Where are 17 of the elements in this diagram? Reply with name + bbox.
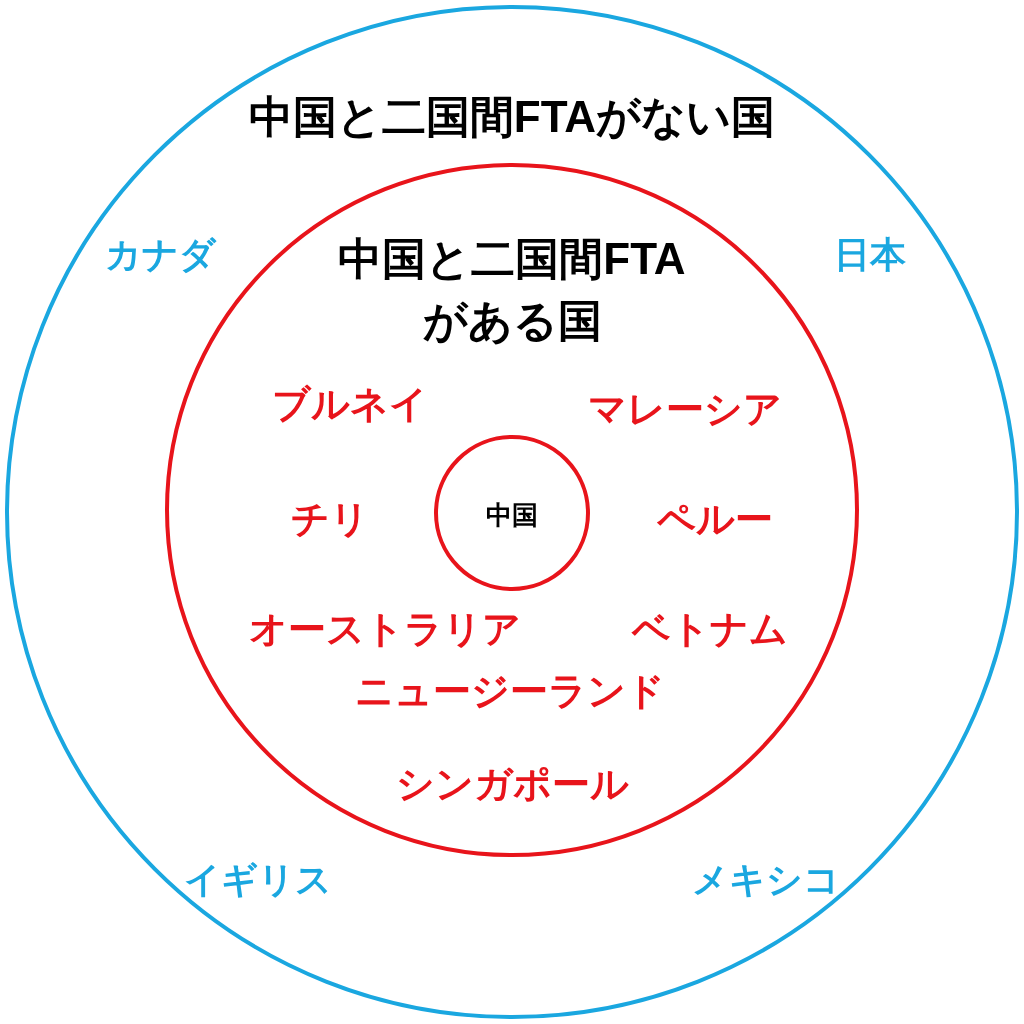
set-title: 中国と二国間FTAがない国	[248, 91, 776, 144]
country-label: ベトナム	[632, 607, 788, 653]
country-label: 日本	[834, 232, 906, 277]
country-label: ペルー	[657, 497, 773, 543]
country-label: イギリス	[184, 857, 332, 902]
country-label: 中国	[486, 498, 538, 532]
country-label: ブルネイ	[272, 382, 428, 428]
set-circle	[5, 5, 1019, 1019]
country-label: カナダ	[104, 232, 216, 277]
country-label: メキシコ	[692, 857, 840, 902]
country-label: ニュージーランド	[355, 669, 665, 715]
set-title: 中国と二国間FTAがある国	[337, 233, 687, 347]
country-label: シンガポール	[395, 762, 629, 808]
country-label: チリ	[291, 497, 369, 543]
center-circle	[434, 435, 590, 591]
country-label: マレーシア	[588, 387, 782, 433]
country-label: オーストラリア	[249, 607, 521, 653]
